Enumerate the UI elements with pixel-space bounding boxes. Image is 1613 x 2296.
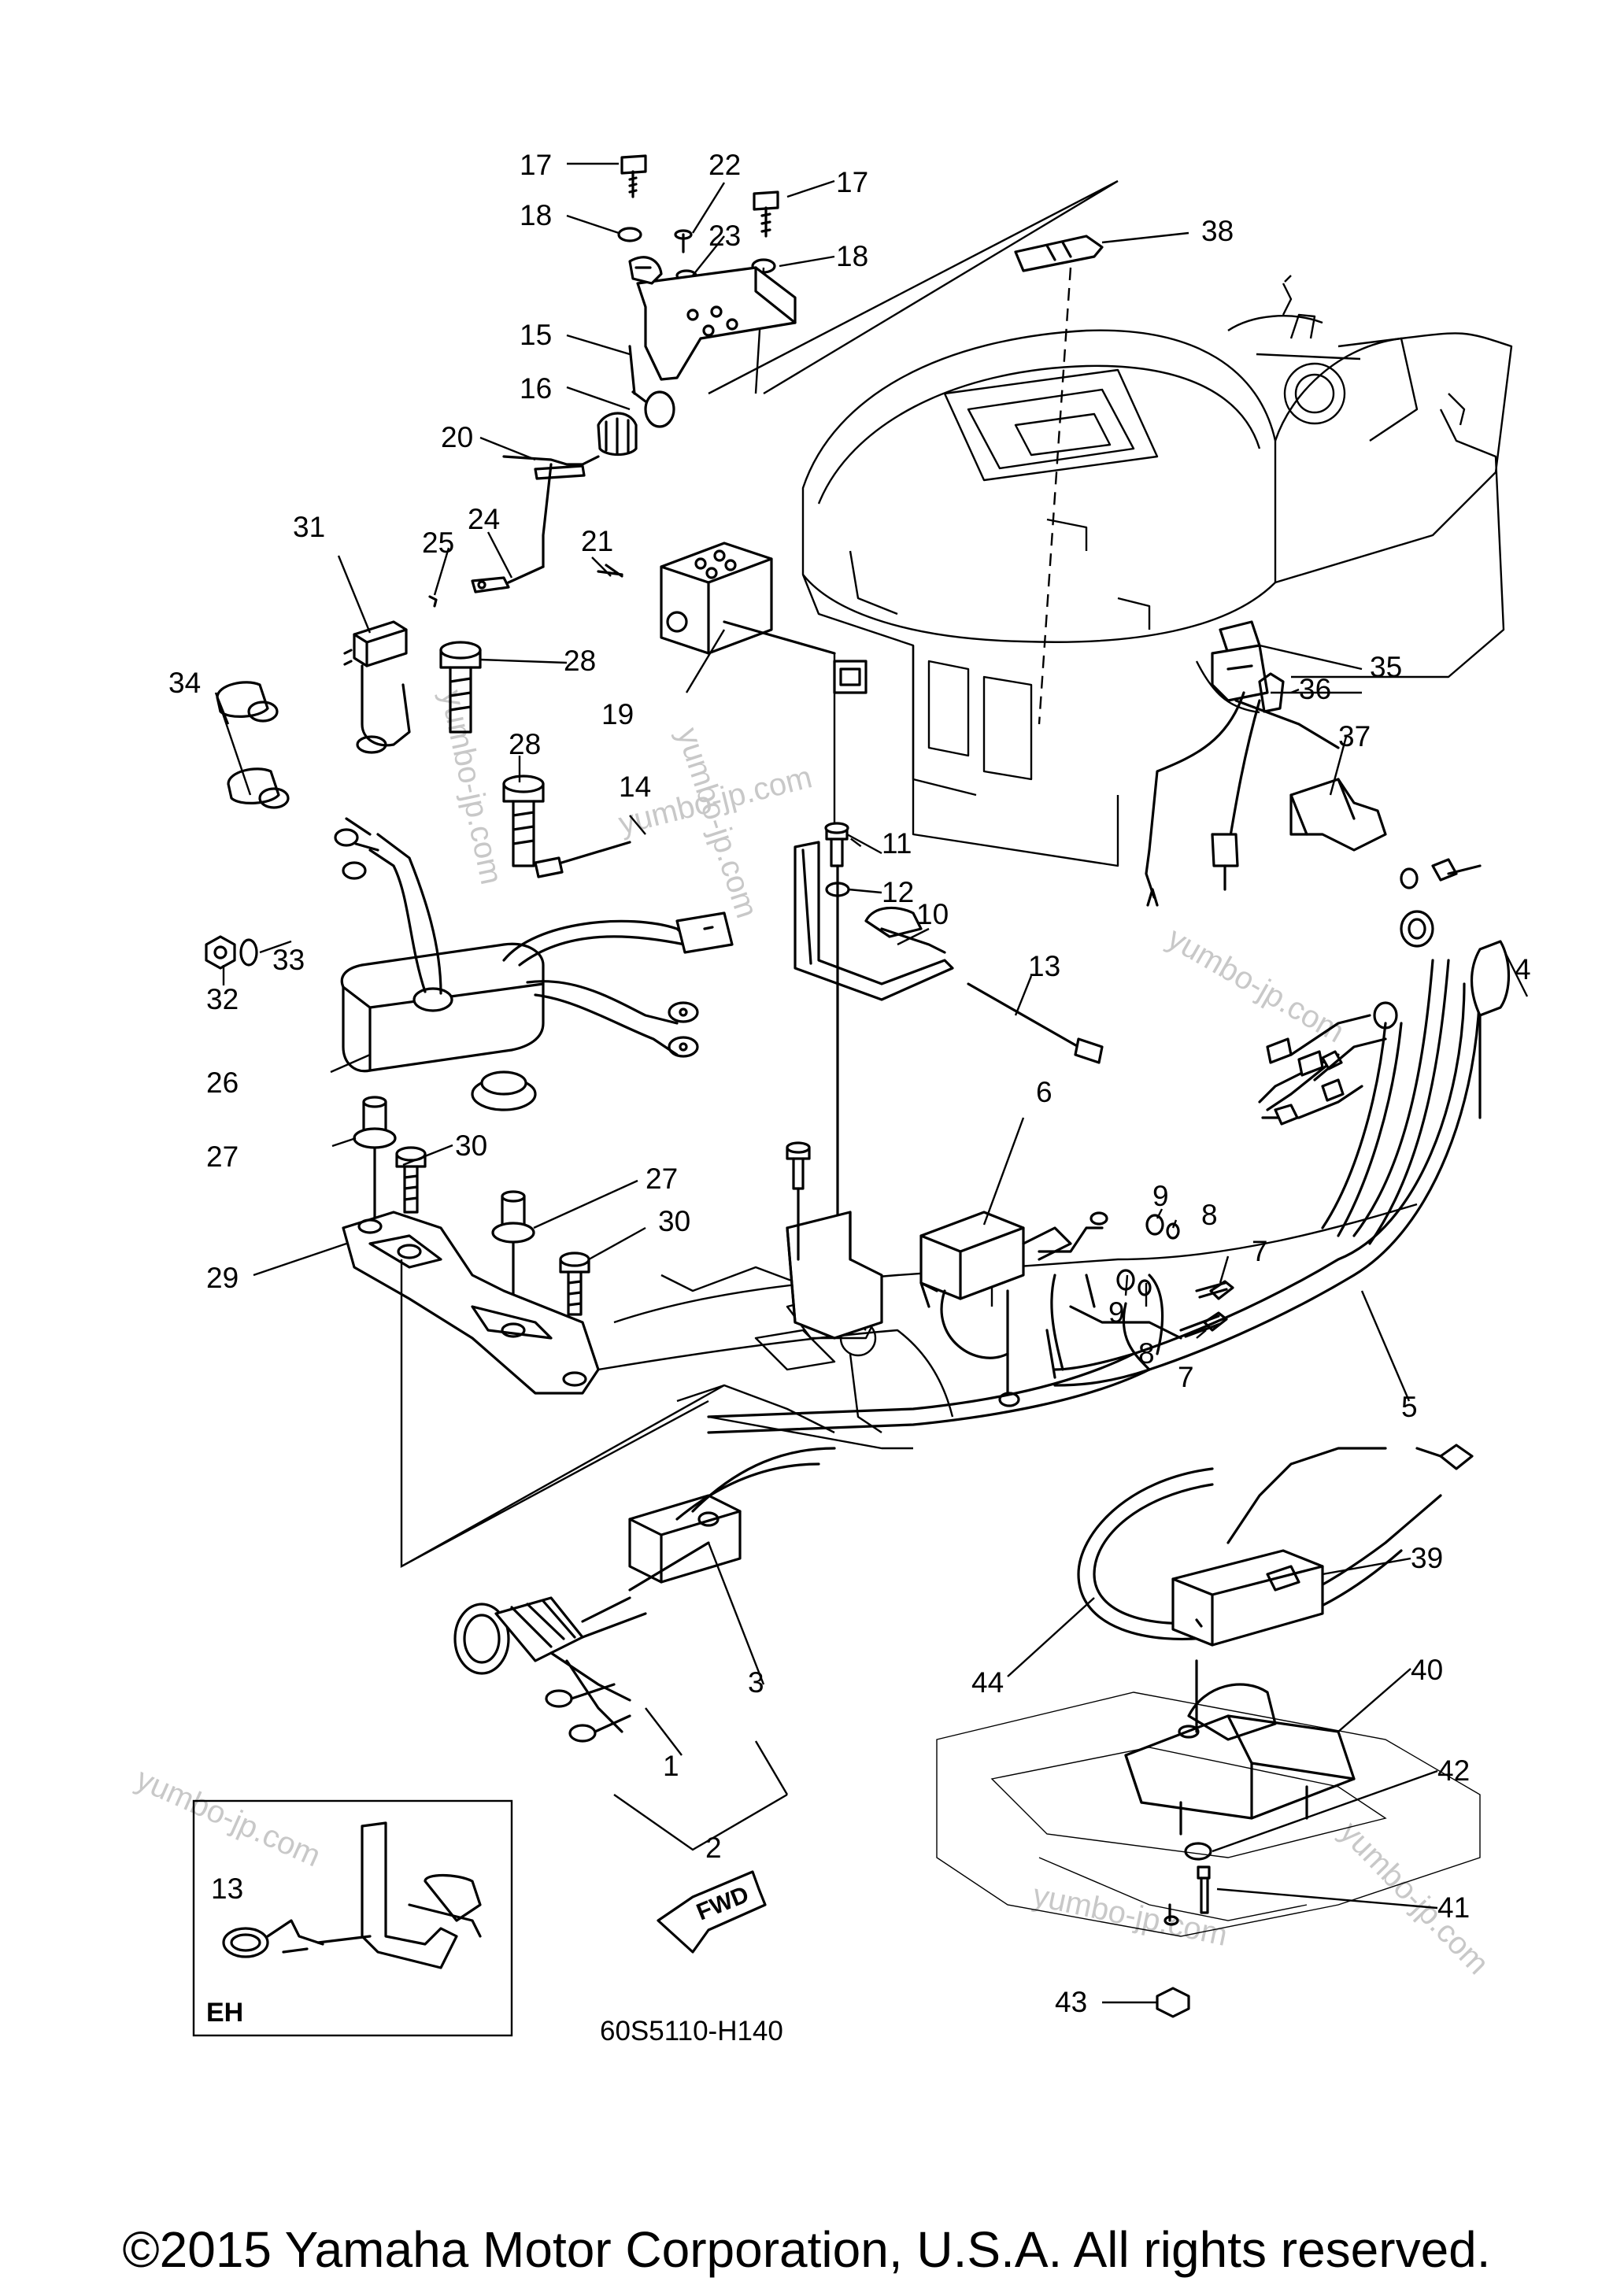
callout-6: 6	[1036, 1076, 1053, 1108]
callout-27a: 27	[206, 1141, 239, 1173]
callout-23: 23	[708, 220, 741, 252]
callout-30a: 30	[455, 1130, 487, 1162]
harness-grommet-run	[628, 1352, 1151, 1584]
tiller-plate	[936, 1691, 1481, 2018]
callout-34: 34	[168, 667, 201, 699]
callout-33: 33	[272, 944, 305, 976]
callout-42: 42	[1437, 1754, 1470, 1787]
callout-18a: 18	[520, 199, 552, 231]
callout-18b: 18	[836, 240, 868, 272]
callout-7a: 7	[1252, 1235, 1268, 1267]
callout-13: 13	[1028, 950, 1060, 982]
callout-27b: 27	[646, 1163, 678, 1195]
callout-7b: 7	[1178, 1361, 1194, 1393]
inset-eh: EH	[192, 1799, 513, 2037]
callout-1: 1	[663, 1750, 679, 1782]
part-5-harness	[1045, 910, 1511, 1387]
diagram-code: 60S5110-H140	[600, 2016, 783, 2046]
callout-38: 38	[1201, 215, 1234, 247]
callout-28b: 28	[509, 728, 541, 760]
parts-7-8-9	[1116, 1214, 1234, 1338]
callout-22: 22	[708, 149, 741, 181]
callout-9b: 9	[1108, 1296, 1125, 1329]
part-44-39-40	[1077, 1444, 1474, 1836]
callout-8a: 8	[1201, 1199, 1218, 1231]
callout-43: 43	[1055, 1986, 1087, 2018]
callout-14: 14	[619, 771, 651, 803]
callout-8b: 8	[1138, 1337, 1155, 1370]
callout-16: 16	[520, 372, 552, 405]
callout-9a: 9	[1152, 1180, 1169, 1212]
callout-37: 37	[1338, 720, 1371, 752]
part-2-socket	[453, 1541, 789, 1851]
callout-19: 19	[601, 698, 634, 730]
callout-26: 26	[206, 1067, 239, 1099]
callout-44: 44	[971, 1666, 1004, 1699]
part-14-13-cable-ties	[534, 841, 1104, 1064]
inset-label: EH	[206, 1998, 243, 2028]
callout-35: 35	[1370, 651, 1402, 683]
part-19-switch	[660, 542, 868, 694]
callout-4: 4	[1515, 953, 1531, 985]
part-38-clip	[1014, 235, 1104, 272]
callout-39: 39	[1411, 1542, 1443, 1574]
callout-29: 29	[206, 1262, 239, 1294]
fwd-arrow: FWD	[657, 1870, 767, 1954]
callout-31: 31	[293, 511, 325, 543]
callout-15: 15	[520, 319, 552, 351]
callout-21: 21	[581, 525, 613, 557]
callout-17a: 17	[520, 149, 552, 181]
callout-3: 3	[748, 1666, 764, 1699]
callout-12: 12	[882, 876, 914, 908]
part-26-rectifier	[334, 817, 734, 1111]
part-29-bracket	[342, 1211, 725, 1569]
callout-24: 24	[468, 503, 500, 535]
callouts: 17 18 22 23 17 18 38 15 16 20 24 25 21 3…	[168, 149, 1531, 2018]
callout-36: 36	[1299, 673, 1331, 705]
part-32-33-nut-washer	[205, 935, 258, 970]
callout-2: 2	[705, 1832, 722, 1864]
part-20-lever	[428, 455, 623, 608]
watermark-5: yumbo-jp.com	[131, 1762, 325, 1873]
callout-5: 5	[1401, 1391, 1418, 1423]
watermark-4: yumbo-jp.com	[1162, 921, 1351, 1050]
callout-10: 10	[916, 898, 949, 930]
engine-block	[801, 275, 1513, 867]
part-28-bolts	[439, 641, 545, 867]
callout-40: 40	[1411, 1654, 1443, 1686]
part-31-fuse	[343, 620, 411, 754]
fwd-label: FWD	[693, 1881, 753, 1925]
part-6-relay	[786, 1141, 1108, 1407]
callout-25: 25	[422, 527, 454, 559]
callout-20: 20	[441, 421, 473, 453]
callout-13-inset: 13	[211, 1873, 243, 1905]
copyright-notice: ©2015 Yamaha Motor Corporation, U.S.A. A…	[122, 2221, 1491, 2278]
callout-11: 11	[882, 827, 912, 860]
callout-leaders	[214, 162, 1529, 2004]
callout-32: 32	[206, 983, 239, 1015]
part-35-37-connectors	[1145, 620, 1482, 907]
callout-17b: 17	[836, 166, 868, 198]
bracket-assembly	[597, 154, 797, 457]
callout-30b: 30	[658, 1205, 690, 1237]
callout-41: 41	[1437, 1891, 1470, 1924]
callout-28a: 28	[564, 645, 596, 677]
part-34-caps	[216, 681, 290, 809]
part-10-bracket	[794, 822, 954, 1324]
